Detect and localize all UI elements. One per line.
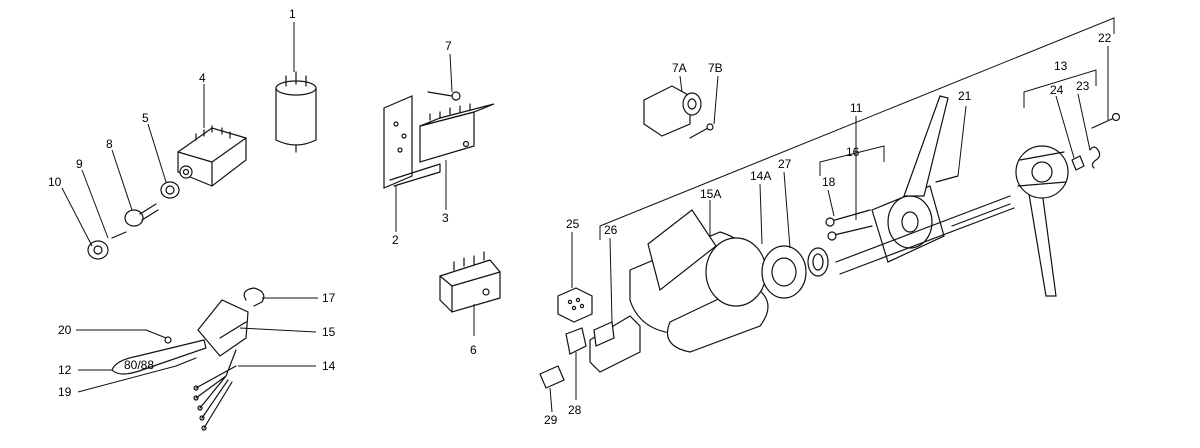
label-10: 10: [48, 175, 62, 189]
lever-marking: 80/88: [124, 358, 154, 372]
part-12-lever: 80/88: [111, 339, 207, 375]
label-18: 18: [822, 175, 836, 189]
label-12: 12: [58, 363, 72, 377]
part-27-ring: [761, 245, 829, 299]
label-25: 25: [566, 217, 580, 231]
label-7a: 7A: [672, 61, 687, 75]
part-14-wiring: [193, 349, 237, 431]
part-4-switch-body: [177, 125, 247, 187]
label-26: 26: [604, 223, 618, 237]
part-28-connector: [565, 321, 615, 355]
part-13-switch: [1015, 145, 1069, 199]
label-14: 14: [322, 359, 336, 373]
part-26-bracket: [589, 315, 641, 373]
label-14a: 14A: [750, 169, 771, 183]
part-29-connector: [539, 365, 565, 389]
assembly-bracket-13: [1023, 69, 1097, 108]
part-19-screw: [175, 357, 197, 367]
label-17: 17: [322, 291, 336, 305]
part-7-screw: [427, 91, 461, 101]
part-15-switch-housing: [197, 299, 249, 357]
part-2-bracket: [383, 95, 441, 189]
leader-lines: [61, 22, 1109, 413]
part-17-clip: [243, 287, 265, 307]
part-21-pin: [935, 175, 959, 183]
label-21: 21: [958, 89, 972, 103]
label-15a: 15A: [700, 187, 721, 201]
part-7a-lock-cylinder: [643, 85, 702, 137]
part-20-screw: [145, 329, 172, 344]
part-14a-shroud-lower: [666, 237, 769, 353]
part-25-connector: [557, 287, 593, 323]
part-16-wiper-lever: [903, 95, 949, 197]
label-4: 4: [199, 71, 206, 85]
label-11: 11: [850, 101, 863, 115]
label-16: 16: [846, 145, 860, 159]
label-3: 3: [442, 211, 449, 225]
label-20: 20: [58, 323, 72, 337]
label-19: 19: [58, 385, 72, 399]
label-15: 15: [322, 325, 336, 339]
part-6-relay-box: [439, 251, 501, 313]
column-shaft: [835, 195, 1015, 275]
label-2: 2: [392, 233, 399, 247]
part-labels: 1 2 3 4 5 6 7 7A 7B 8 9 10 11 12 13 14 1…: [48, 7, 1112, 427]
part-22-screw: [1091, 112, 1121, 129]
label-9: 9: [76, 157, 83, 171]
part-18-bolt: [825, 209, 873, 241]
part-24-spring: [1071, 155, 1085, 171]
label-29: 29: [544, 413, 558, 427]
label-1: 1: [289, 7, 296, 21]
part-3-relay: [419, 103, 495, 163]
part-5-nut: [160, 181, 180, 199]
label-8: 8: [106, 137, 113, 151]
assembly-bracket-16: [819, 145, 885, 176]
part-7b-screw: [689, 123, 714, 139]
part-1-relay-can: [275, 71, 317, 153]
label-7b: 7B: [708, 61, 723, 75]
label-22: 22: [1098, 31, 1112, 45]
part-8-bezel: [124, 203, 159, 227]
label-23: 23: [1076, 79, 1090, 93]
part-23-spring: [1089, 146, 1101, 169]
label-6: 6: [470, 343, 477, 357]
part-16-switch-assembly: [871, 185, 945, 263]
part-9-shaft: [111, 231, 127, 239]
label-7: 7: [445, 39, 452, 53]
assembly-bracket-11: [599, 17, 1115, 240]
label-28: 28: [568, 403, 582, 417]
label-5: 5: [142, 111, 149, 125]
label-27: 27: [778, 157, 792, 171]
label-24: 24: [1050, 83, 1064, 97]
label-13: 13: [1054, 59, 1068, 73]
part-10-knob: [87, 240, 109, 260]
